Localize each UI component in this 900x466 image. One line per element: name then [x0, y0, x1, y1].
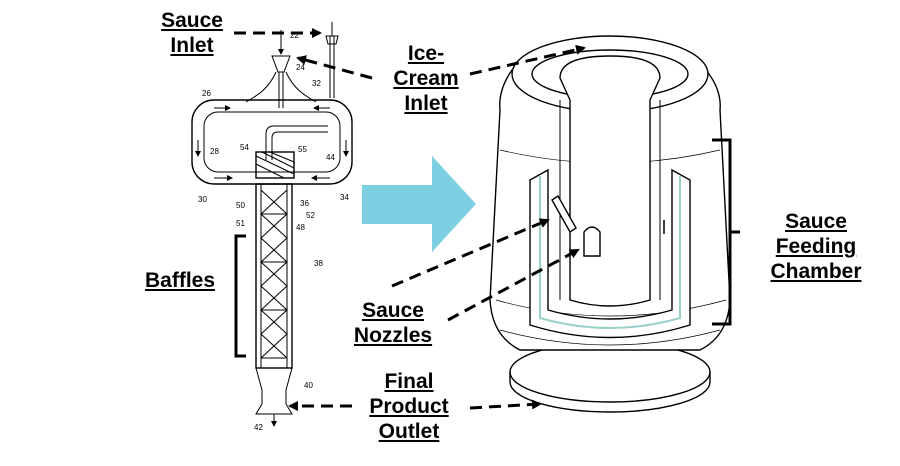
- ref-num: 40: [304, 381, 313, 390]
- sauce-feeding-chamber-label: Sauce Feeding Chamber: [770, 210, 862, 283]
- ref-num: 52: [306, 211, 315, 220]
- inner-pipe: [265, 125, 328, 160]
- ref-num: 38: [314, 259, 323, 268]
- outlet-taper: [255, 367, 293, 404]
- sauce-nozzles-label: Sauce Nozzles: [353, 299, 433, 347]
- ref-num: 28: [210, 147, 219, 156]
- reference-numbers: 22 24 26 32 28 54 55 44 30 34 50 36 52 5…: [198, 31, 349, 432]
- ice-cream-inlet-leader-right: [469, 44, 586, 76]
- outlet-leader-right: [469, 399, 542, 410]
- baffles-label: Baffles: [144, 269, 216, 292]
- ref-num: 48: [296, 223, 305, 232]
- sauce-nozzle-2: [583, 226, 601, 257]
- ref-num: 51: [236, 219, 245, 228]
- ref-num: 50: [236, 201, 245, 210]
- ref-num: 44: [326, 153, 335, 162]
- sauce-nozzle-leader-2: [447, 248, 580, 322]
- ref-num: 32: [312, 79, 321, 88]
- ref-num: 30: [198, 195, 207, 204]
- ref-num: 42: [254, 423, 263, 432]
- ref-num: 36: [300, 199, 309, 208]
- ref-num: 26: [202, 89, 211, 98]
- ref-num: 54: [240, 143, 249, 152]
- top-inlet-cone: [271, 55, 291, 73]
- inlet-branch: [245, 71, 317, 108]
- transition-arrow: [362, 156, 476, 252]
- mixing-column: [255, 183, 293, 369]
- ref-num: 24: [296, 63, 305, 72]
- ice-cream-inlet-label: Ice- Cream Inlet: [393, 42, 459, 115]
- final-product-outlet-label: Final Product Outlet: [369, 370, 449, 443]
- feeding-chamber-bracket: [712, 138, 740, 326]
- outlet-end: [255, 403, 293, 415]
- sauce-inlet-fitting: [325, 22, 339, 98]
- ref-num: 22: [290, 31, 299, 40]
- ref-num: 34: [340, 193, 349, 202]
- baffles-bracket: [234, 234, 246, 358]
- sauce-inlet-label: Sauce Inlet: [161, 9, 223, 57]
- sauce-nozzle-leader-1: [391, 218, 550, 288]
- patent-drawing-left: [191, 22, 353, 427]
- baffle-elements: [260, 189, 288, 359]
- ref-num: 55: [298, 145, 307, 154]
- mixing-head: [255, 151, 295, 179]
- sauce-nozzle-1: [551, 194, 577, 234]
- ice-cream-inlet-leader-left: [296, 55, 373, 80]
- leader-arrows: [234, 28, 586, 411]
- sauce-feeding-chamber-cutaway: [489, 35, 731, 413]
